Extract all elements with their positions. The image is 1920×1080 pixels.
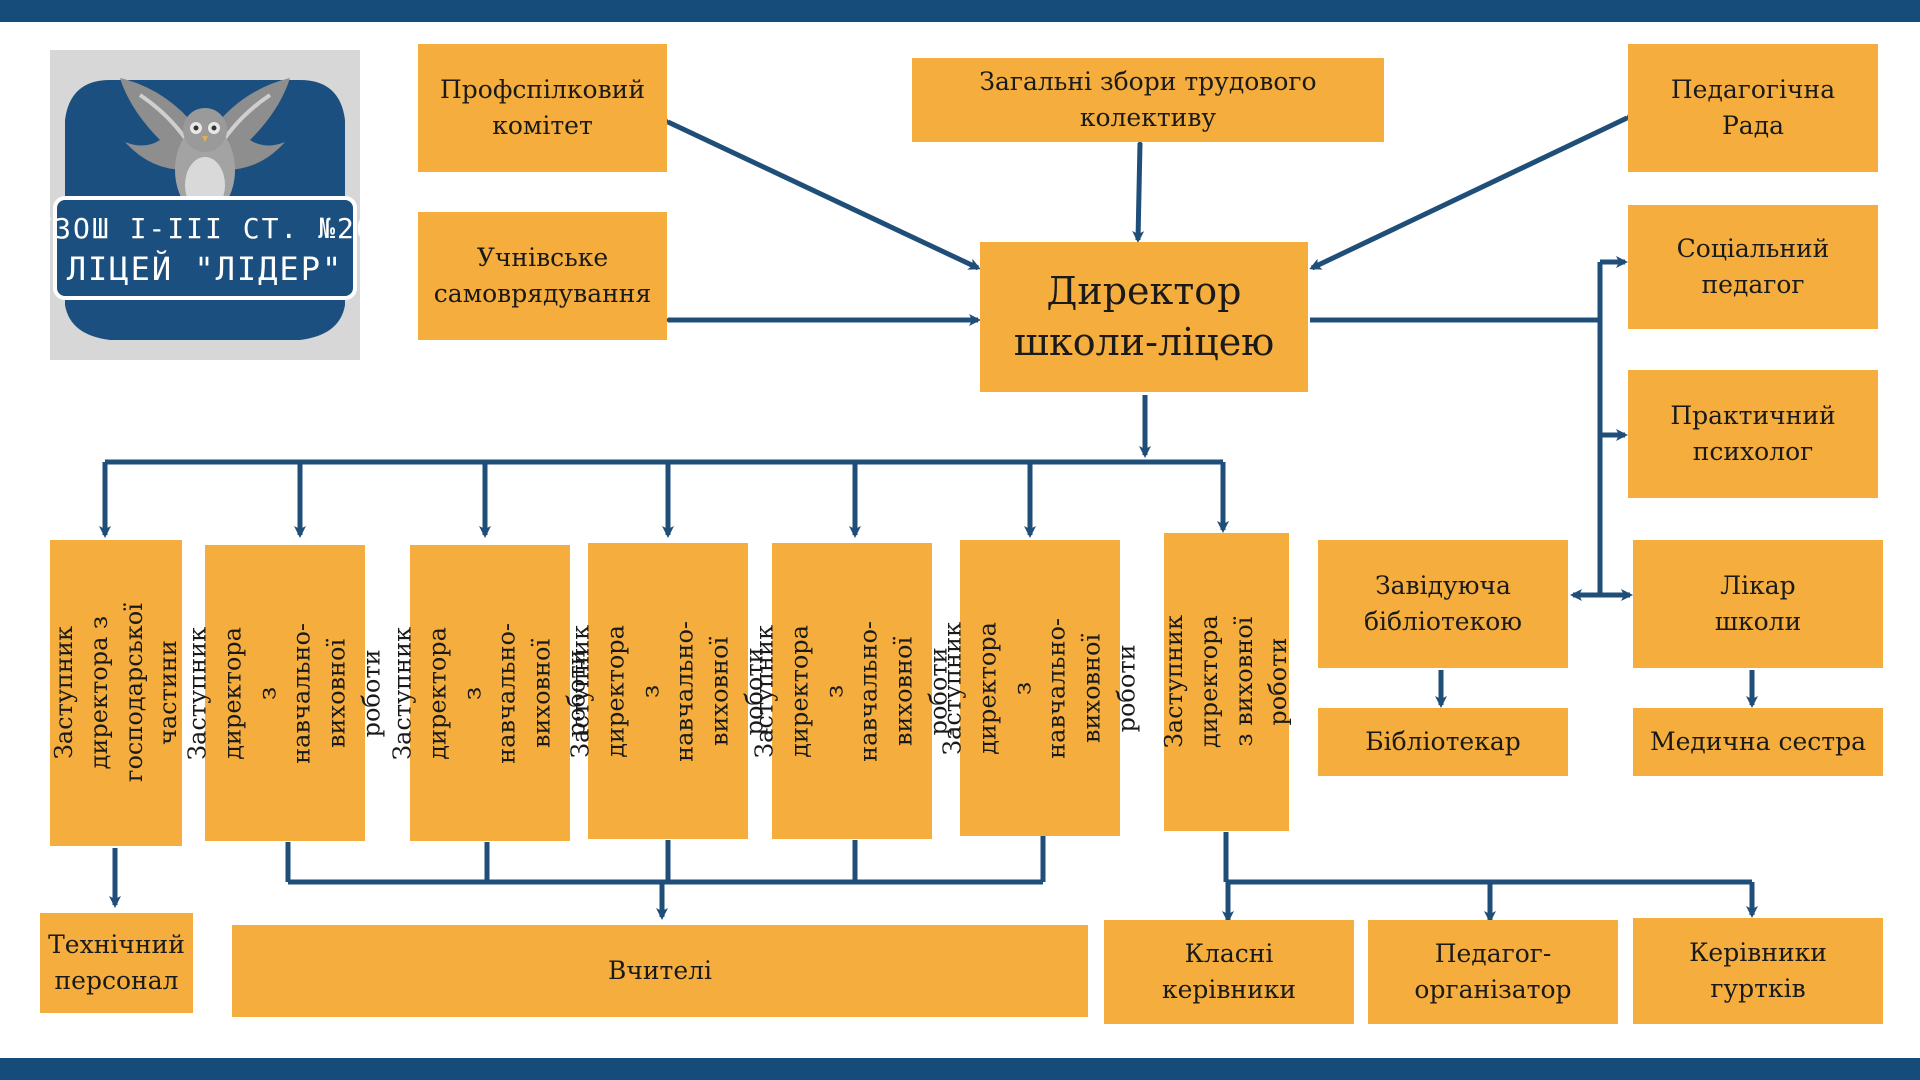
psychologist-label: Практичний психолог: [1670, 400, 1836, 466]
deputy-edu-label-3: Заступник директора з навчально-виховної…: [566, 620, 769, 762]
librarian-label: Бібліотекар: [1365, 726, 1521, 756]
library-head-box: Завідуюча бібліотекою: [1318, 540, 1568, 668]
teachers-box: Вчителі: [232, 925, 1088, 1017]
deputy-edu-label-1: Заступник директора з навчально-виховної…: [183, 622, 386, 764]
doctor-label: Лікар школи: [1714, 570, 1802, 636]
owl-shield-emblem: УЗОШ І-ІІІ СТ. №20 ЛІЦЕЙ "ЛІДЕР": [35, 78, 373, 340]
trade-union-label: Профспілковий комітет: [439, 74, 646, 140]
librarian-box: Бібліотекар: [1318, 708, 1568, 776]
deputy-upbringing-box: Заступник директора з виховної роботи: [1160, 533, 1292, 831]
nurse-box: Медична сестра: [1633, 708, 1883, 776]
student-gov-box: Учнівське самоврядування: [418, 212, 667, 340]
tech-staff-box: Технічний персонал: [40, 913, 193, 1013]
teachers-label: Вчителі: [607, 955, 713, 985]
deputy-edu-box-3: Заступник директора з навчально-виховної…: [567, 543, 769, 839]
director-box: Директор школи-ліцею: [980, 242, 1308, 392]
bottom-band: [0, 1058, 1920, 1080]
general-meeting-box: Загальні збори трудового колективу: [912, 58, 1384, 142]
deputy-edu-label-4: Заступник директора з навчально-виховної…: [750, 620, 953, 762]
arrow-general-meeting: [1132, 133, 1147, 243]
deputy-admin-box: Заступник директора з господарської част…: [49, 540, 182, 846]
logo-line2: ЛІЦЕЙ "ЛІДЕР": [67, 250, 343, 288]
logo-line1: УЗОШ І-ІІІ СТ. №20: [50, 212, 360, 245]
school-logo: УЗОШ І-ІІІ СТ. №20 ЛІЦЕЙ "ЛІДЕР": [35, 50, 373, 360]
deputy-edu-box-4: Заступник директора з навчально-виховної…: [751, 543, 953, 839]
arrow-trade-union: [657, 112, 981, 271]
ped-organizer-box: Педагог- організатор: [1368, 920, 1618, 1024]
psychologist-box: Практичний психолог: [1628, 370, 1878, 498]
student-gov-label: Учнівське самоврядування: [433, 242, 652, 308]
tech-staff-label: Технічний персонал: [48, 929, 185, 995]
director-label: Директор школи-ліцею: [1013, 268, 1275, 364]
club-leaders-label: Керівники гуртків: [1689, 937, 1827, 1003]
nurse-label: Медична сестра: [1649, 726, 1867, 756]
ped-council-label: Педагогічна Рада: [1670, 74, 1836, 140]
top-band: [0, 0, 1920, 22]
class-leaders-box: Класні керівники: [1104, 920, 1354, 1024]
social-ped-label: Соціальний педагог: [1676, 233, 1830, 299]
deputy-edu-box-1: Заступник директора з навчально-виховної…: [184, 545, 386, 841]
ped-council-box: Педагогічна Рада: [1628, 44, 1878, 172]
club-leaders-box: Керівники гуртків: [1633, 918, 1883, 1024]
trade-union-box: Профспілковий комітет: [418, 44, 667, 172]
deputy-admin-label: Заступник директора з господарської част…: [49, 603, 182, 783]
owl-icon: [120, 78, 290, 222]
arrow-ped-council: [1309, 108, 1638, 271]
deputy-edu-label-5: Заступник директора з навчально-виховної…: [938, 617, 1141, 759]
library-head-label: Завідуюча бібліотекою: [1363, 570, 1523, 636]
social-ped-box: Соціальний педагог: [1628, 205, 1878, 329]
general-meeting-label: Загальні збори трудового колективу: [979, 66, 1317, 132]
doctor-box: Лікар школи: [1633, 540, 1883, 668]
class-leaders-label: Класні керівники: [1161, 938, 1297, 1004]
deputy-edu-box-2: Заступник директора з навчально-виховної…: [389, 545, 591, 841]
deputy-upbringing-label: Заступник директора з виховної роботи: [1159, 615, 1293, 749]
deputy-edu-box-5: Заступник директора з навчально-виховної…: [939, 540, 1141, 836]
ped-organizer-label: Педагог- організатор: [1414, 938, 1572, 1004]
